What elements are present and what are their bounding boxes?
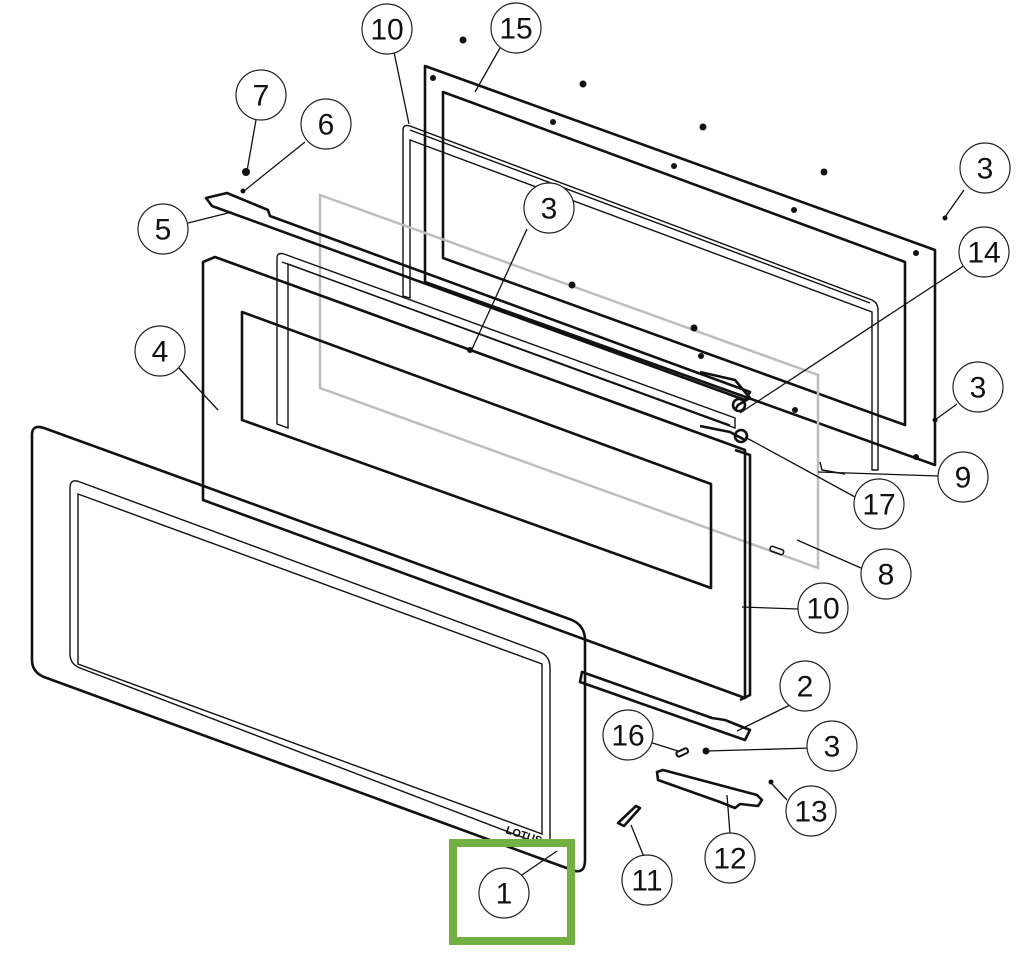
front-glass-panel: LOTUS: [30, 425, 587, 873]
callout-label: 13: [794, 796, 827, 829]
callout-label: 12: [713, 843, 746, 876]
callout-label: 15: [499, 13, 532, 46]
top-trim: [204, 168, 752, 402]
callout-label: 2: [797, 671, 814, 704]
callout-8[interactable]: 8: [860, 548, 912, 600]
callout-label: 9: [955, 462, 972, 495]
callout-5[interactable]: 5: [137, 203, 189, 255]
callout-label: 4: [152, 336, 169, 369]
callout-label: 16: [611, 720, 644, 753]
callout-11[interactable]: 11: [621, 854, 673, 906]
callout-label: 3: [977, 153, 994, 186]
callout-17[interactable]: 17: [853, 478, 905, 530]
callout-label: 8: [878, 559, 895, 592]
leader-lines: [176, 47, 966, 878]
callout-label: 11: [631, 865, 662, 898]
callout-label: 6: [318, 109, 335, 142]
callout-7[interactable]: 7: [235, 69, 287, 121]
callout-16[interactable]: 16: [602, 709, 654, 761]
callout-label: 17: [862, 489, 895, 522]
back-screws: [459, 36, 948, 423]
callout-1[interactable]: 1: [478, 867, 530, 919]
callout-10-side[interactable]: 10: [797, 582, 849, 634]
back-panel: [423, 64, 937, 467]
callout-14[interactable]: 14: [958, 226, 1010, 278]
small-parts: [616, 747, 774, 828]
callout-13[interactable]: 13: [785, 785, 837, 837]
door-seal-rear: [402, 124, 879, 471]
callout-12[interactable]: 12: [704, 832, 756, 884]
callout-label: 10: [806, 593, 839, 626]
bottom-trim: [578, 670, 752, 742]
callout-3-bottom[interactable]: 3: [806, 720, 858, 772]
callout-label: 3: [824, 731, 841, 764]
callout-10-top[interactable]: 10: [361, 3, 413, 55]
hinge-assembly: [699, 370, 846, 475]
inner-glass: [318, 193, 820, 570]
callout-4[interactable]: 4: [134, 325, 186, 377]
callout-label: 14: [967, 237, 1000, 270]
callout-6[interactable]: 6: [300, 98, 352, 150]
callout-2[interactable]: 2: [779, 660, 831, 712]
callout-3-center[interactable]: 3: [523, 182, 575, 234]
callout-3-top-right[interactable]: 3: [959, 142, 1011, 194]
callout-label: 10: [370, 14, 403, 47]
highlight-box: [449, 839, 575, 945]
callout-label: 7: [253, 80, 270, 113]
callout-15[interactable]: 15: [490, 2, 542, 54]
inner-frame: [201, 252, 752, 702]
callout-3-right[interactable]: 3: [952, 361, 1004, 413]
callout-label: 3: [970, 372, 987, 405]
callout-label: 1: [496, 878, 513, 911]
callout-label: 5: [155, 214, 172, 247]
callout-label: 3: [541, 193, 558, 226]
callout-9[interactable]: 9: [937, 451, 989, 503]
